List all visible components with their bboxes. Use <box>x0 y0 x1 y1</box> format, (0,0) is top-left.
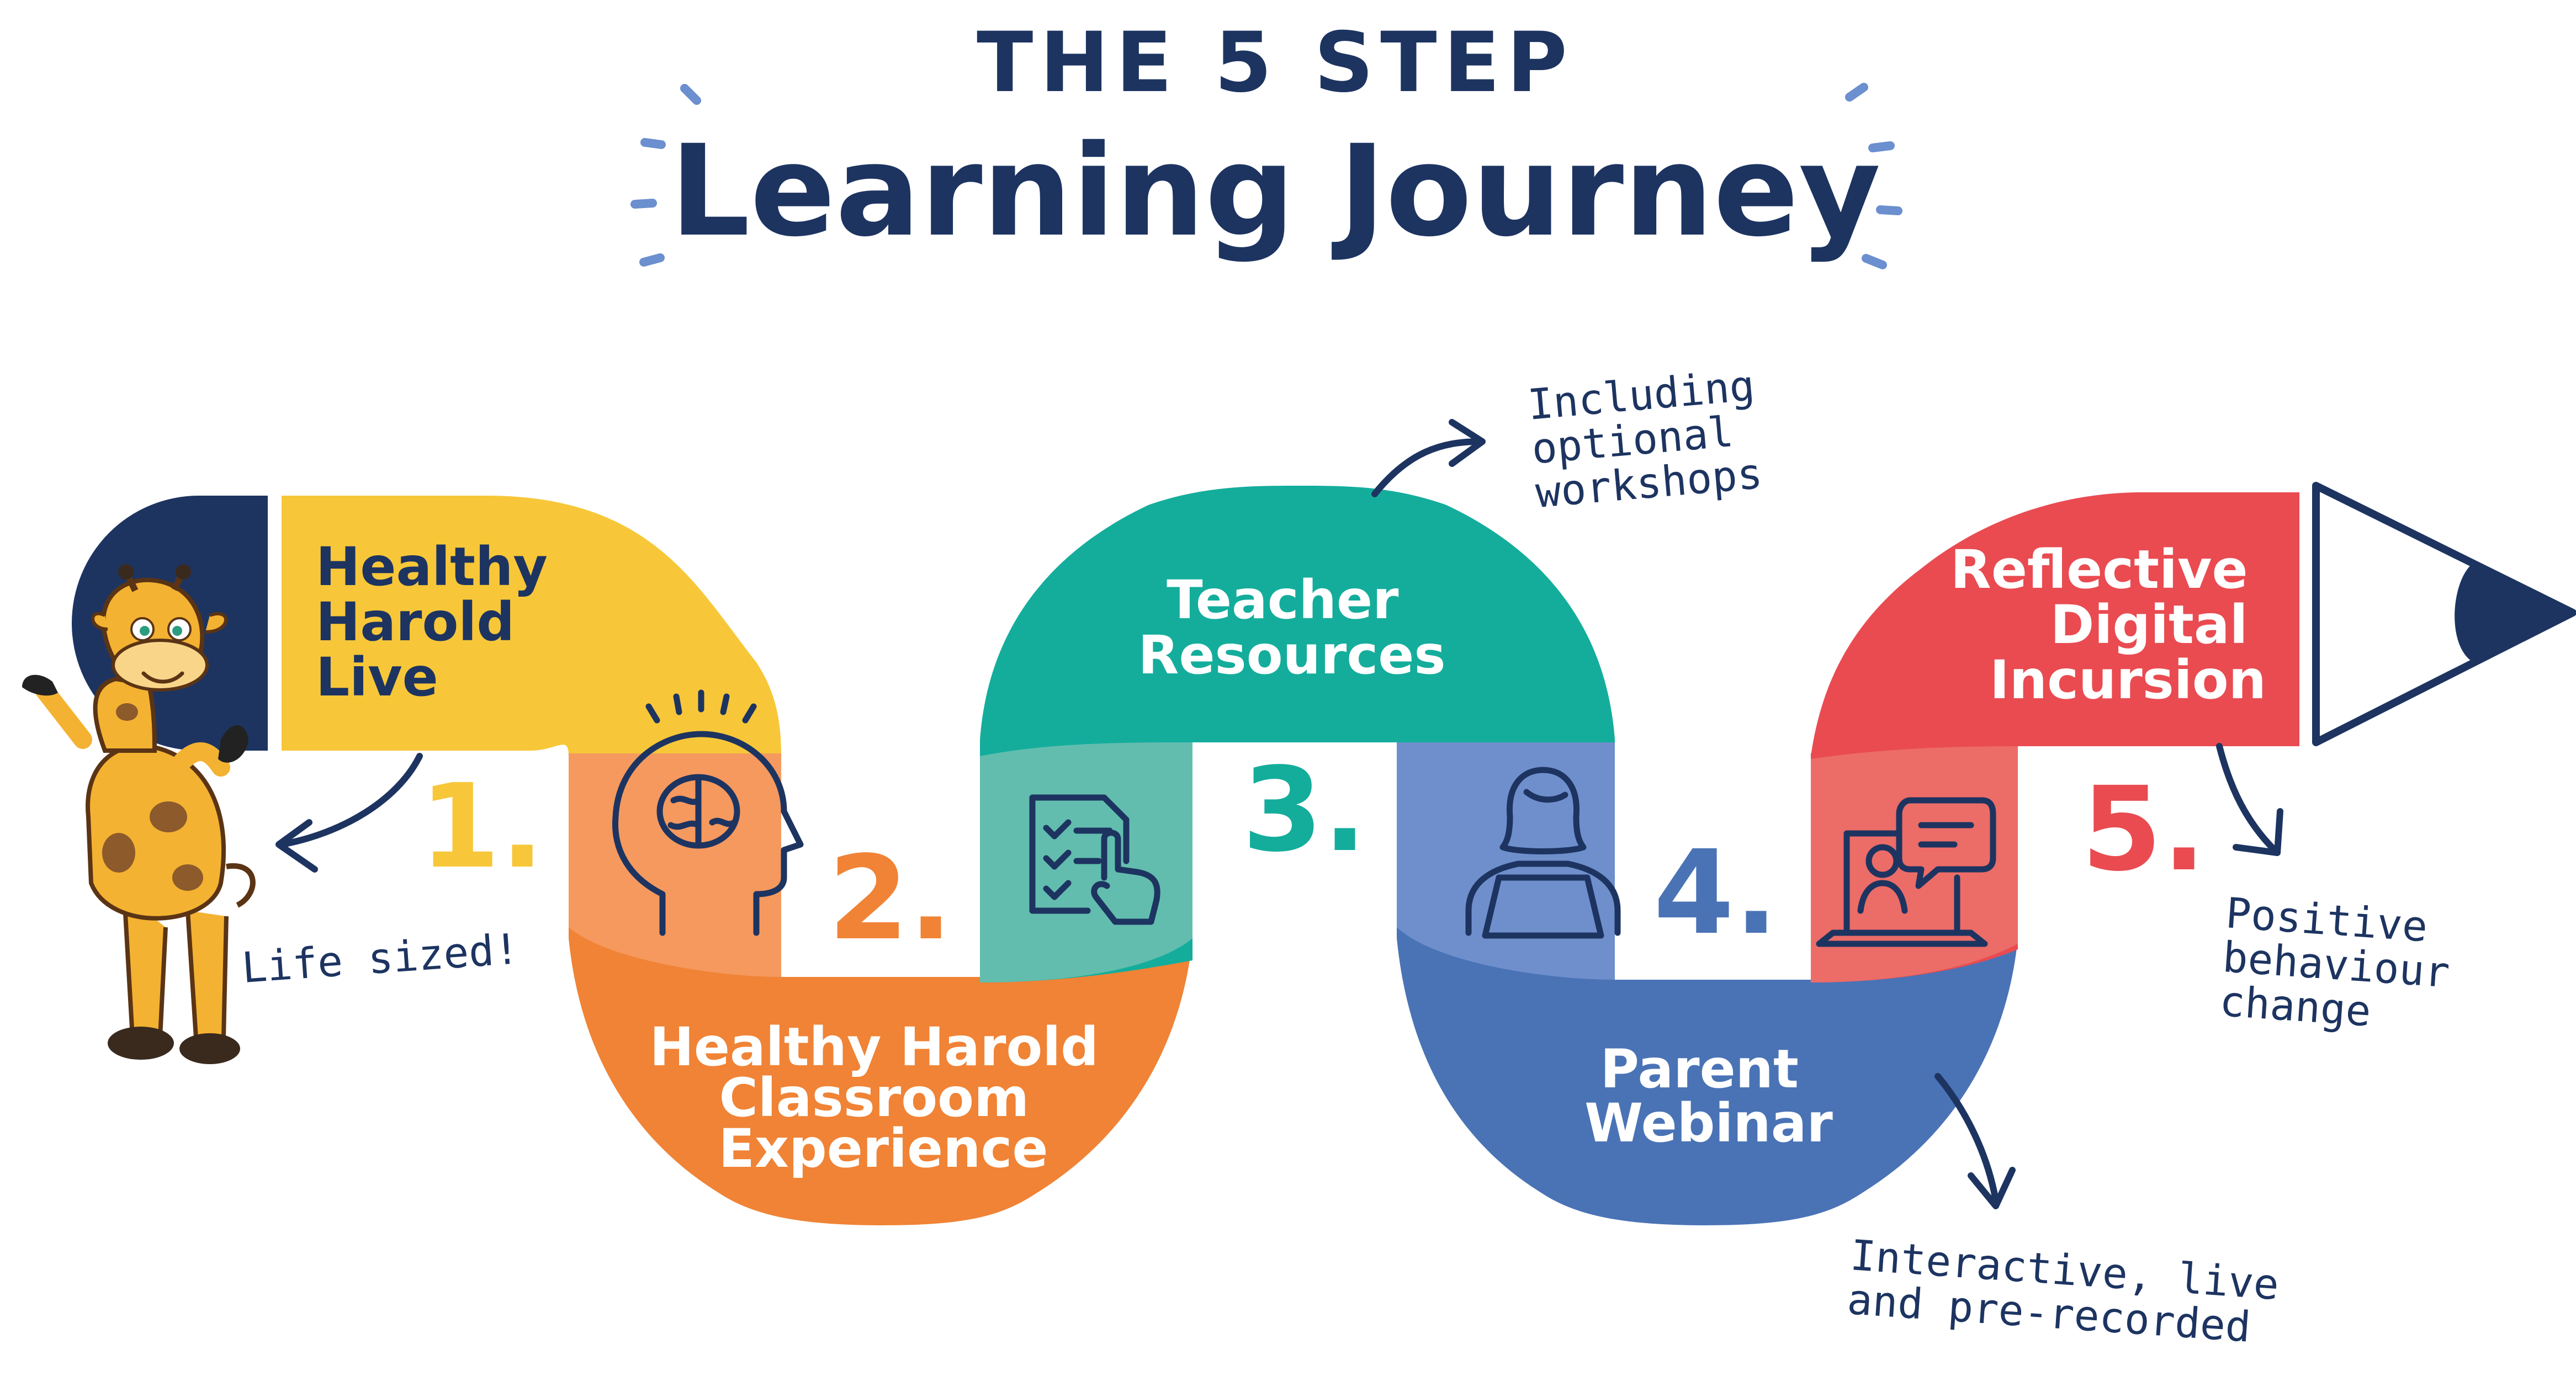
band-step-4-fold <box>1397 742 1615 980</box>
note-outcome: Positive behaviour change <box>2218 888 2480 1043</box>
arrow-outcome <box>2216 743 2283 856</box>
pencil-tip <box>2312 482 2576 746</box>
step-1-number: 1. <box>420 759 544 894</box>
arrow-life-sized <box>275 753 423 873</box>
step-4-number: 4. <box>1653 825 1778 960</box>
title-line-2: Learning Journey <box>670 118 1880 264</box>
band-step-5-fold <box>1811 746 2018 982</box>
band-step-1 <box>282 496 781 756</box>
step-3-label: Teacher Resources <box>1138 569 1446 686</box>
step-5-number: 5. <box>2081 762 2206 897</box>
step-3-number: 3. <box>1242 742 1367 878</box>
video-call-icon <box>1816 797 1996 947</box>
note-workshops: Including optional workshops <box>1526 358 1790 517</box>
brain-head-icon <box>612 689 804 936</box>
step-2-number: 2. <box>828 831 953 966</box>
giraffe-mascot <box>22 564 256 1064</box>
note-life-sized: Life sized! <box>240 924 521 992</box>
step-5-label: Reflective Digital Incursion <box>1950 539 2266 711</box>
title-sparkle-ticks <box>630 83 1902 269</box>
title-line-1: THE 5 STEP <box>977 15 1574 111</box>
note-webinar: Interactive, live and pre-recorded <box>1846 1230 2305 1355</box>
arrow-webinar <box>1934 1073 2016 1209</box>
step-4-label: Parent Webinar <box>1584 1038 1833 1154</box>
step-2-label: Healthy Harold Classroom Experience <box>650 1016 1117 1180</box>
checklist-icon <box>1029 794 1160 925</box>
band-step-2-fold <box>569 753 781 977</box>
step-1-label: Healthy Harold Live <box>316 536 566 708</box>
arrow-workshops <box>1371 419 1486 497</box>
person-laptop-icon <box>1465 767 1621 939</box>
